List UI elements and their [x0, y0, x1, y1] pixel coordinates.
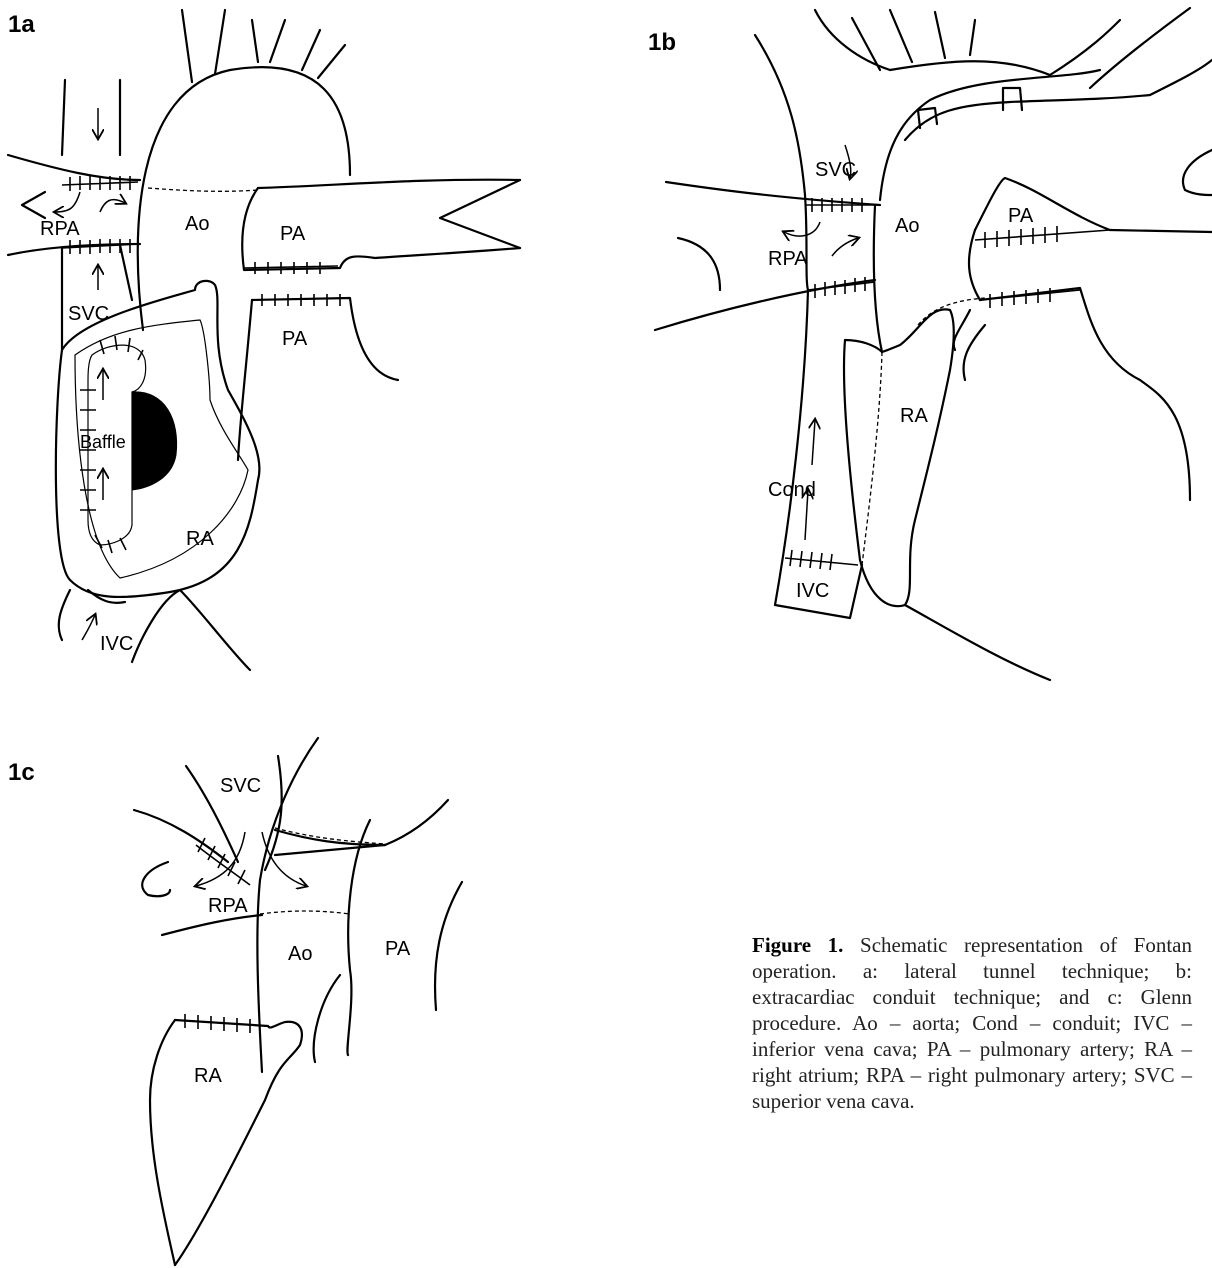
label-1b-cond: Cond: [768, 479, 816, 501]
label-1b-ivc: IVC: [796, 580, 829, 602]
panel-1c-sutures: [175, 838, 268, 1033]
label-1c-svc: SVC: [220, 775, 261, 797]
panel-1b: 1b: [648, 8, 1212, 680]
label-1a-rpa: RPA: [40, 218, 80, 240]
label-1c-ao: Ao: [288, 943, 312, 965]
label-1c-ra: RA: [194, 1065, 222, 1087]
label-1b-ao: Ao: [895, 215, 919, 237]
label-1a-baffle: Baffle: [80, 432, 126, 452]
panel-1c: 1c: [8, 738, 462, 1265]
panel-1c-flow-arrows: [196, 832, 306, 886]
label-1c-rpa: RPA: [208, 895, 248, 917]
label-1b-svc: SVC: [815, 159, 856, 181]
panel-label-1b: 1b: [648, 29, 676, 56]
panel-1c-outlines: [134, 738, 462, 1265]
panel-1b-labels: SVC Ao PA RPA RA Cond IVC: [768, 159, 1034, 602]
label-1b-rpa: RPA: [768, 248, 808, 270]
figure-caption: Figure 1. Schematic representation of Fo…: [752, 932, 1192, 1114]
label-1b-ra: RA: [900, 405, 928, 427]
label-1a-svc: SVC: [68, 303, 109, 325]
panel-label-1c: 1c: [8, 759, 35, 786]
label-1a-pa-upper: PA: [280, 223, 306, 245]
label-1a-pa-lower: PA: [282, 328, 308, 350]
panel-1b-outlines: [655, 8, 1212, 680]
label-1c-pa: PA: [385, 938, 411, 960]
label-1a-ao: Ao: [185, 213, 209, 235]
panel-label-1a: 1a: [8, 11, 35, 38]
caption-title: Figure 1.: [752, 933, 843, 957]
label-1a-ra: RA: [186, 528, 214, 550]
label-1a-ivc: IVC: [100, 633, 133, 655]
label-1b-pa: PA: [1008, 205, 1034, 227]
caption-text: Schematic representation of Fontan opera…: [752, 933, 1192, 1113]
panel-1a-outlines: [8, 10, 520, 670]
panel-1a: 1a: [8, 10, 520, 670]
